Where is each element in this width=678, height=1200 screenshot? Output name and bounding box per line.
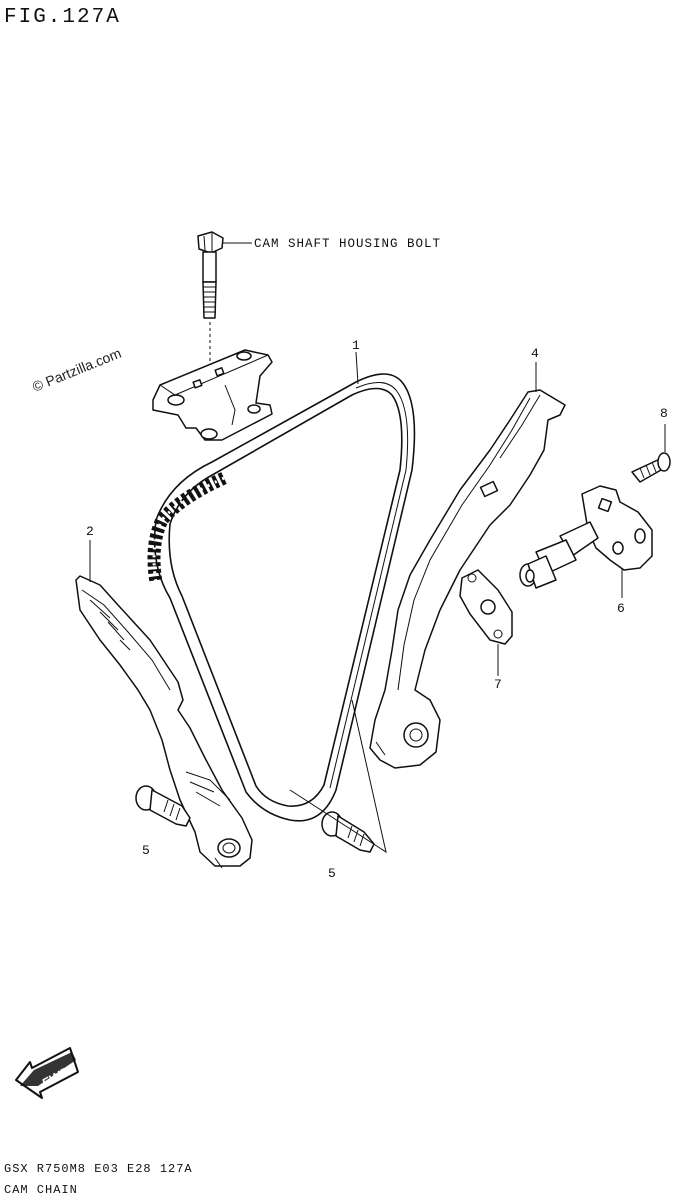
part-number-4: 4 xyxy=(531,346,539,361)
diagram-title: CAM CHAIN xyxy=(4,1183,78,1197)
part-number-5-right: 5 xyxy=(328,866,336,881)
part-number-2: 2 xyxy=(86,524,94,539)
guide-bolt-left[interactable] xyxy=(135,785,191,827)
housing-bolt-label: CAM SHAFT HOUSING BOLT xyxy=(254,237,442,251)
tensioner-bolt[interactable] xyxy=(631,452,671,483)
part-number-1: 1 xyxy=(352,338,360,353)
cam-chain[interactable] xyxy=(147,373,416,822)
guide-bolt-right[interactable] xyxy=(321,811,375,853)
part-number-8: 8 xyxy=(660,406,668,421)
chain-guide-left[interactable] xyxy=(75,575,253,869)
fwd-arrow: FWD xyxy=(15,1047,79,1099)
chain-links xyxy=(147,472,227,584)
figure-title: FIG.127A xyxy=(4,6,121,29)
tensioner-guide[interactable] xyxy=(369,389,566,769)
diagram-code: GSX R750M8 E03 E28 127A xyxy=(4,1162,193,1176)
tensioner-gasket[interactable] xyxy=(459,569,513,645)
tension-adjuster[interactable] xyxy=(519,485,653,589)
part-number-7: 7 xyxy=(494,677,502,692)
part-number-5-left: 5 xyxy=(142,843,150,858)
chain-guide-bracket[interactable] xyxy=(152,349,273,441)
leader-1 xyxy=(355,351,359,385)
leader-lines xyxy=(289,699,387,854)
part-number-6: 6 xyxy=(617,601,625,616)
